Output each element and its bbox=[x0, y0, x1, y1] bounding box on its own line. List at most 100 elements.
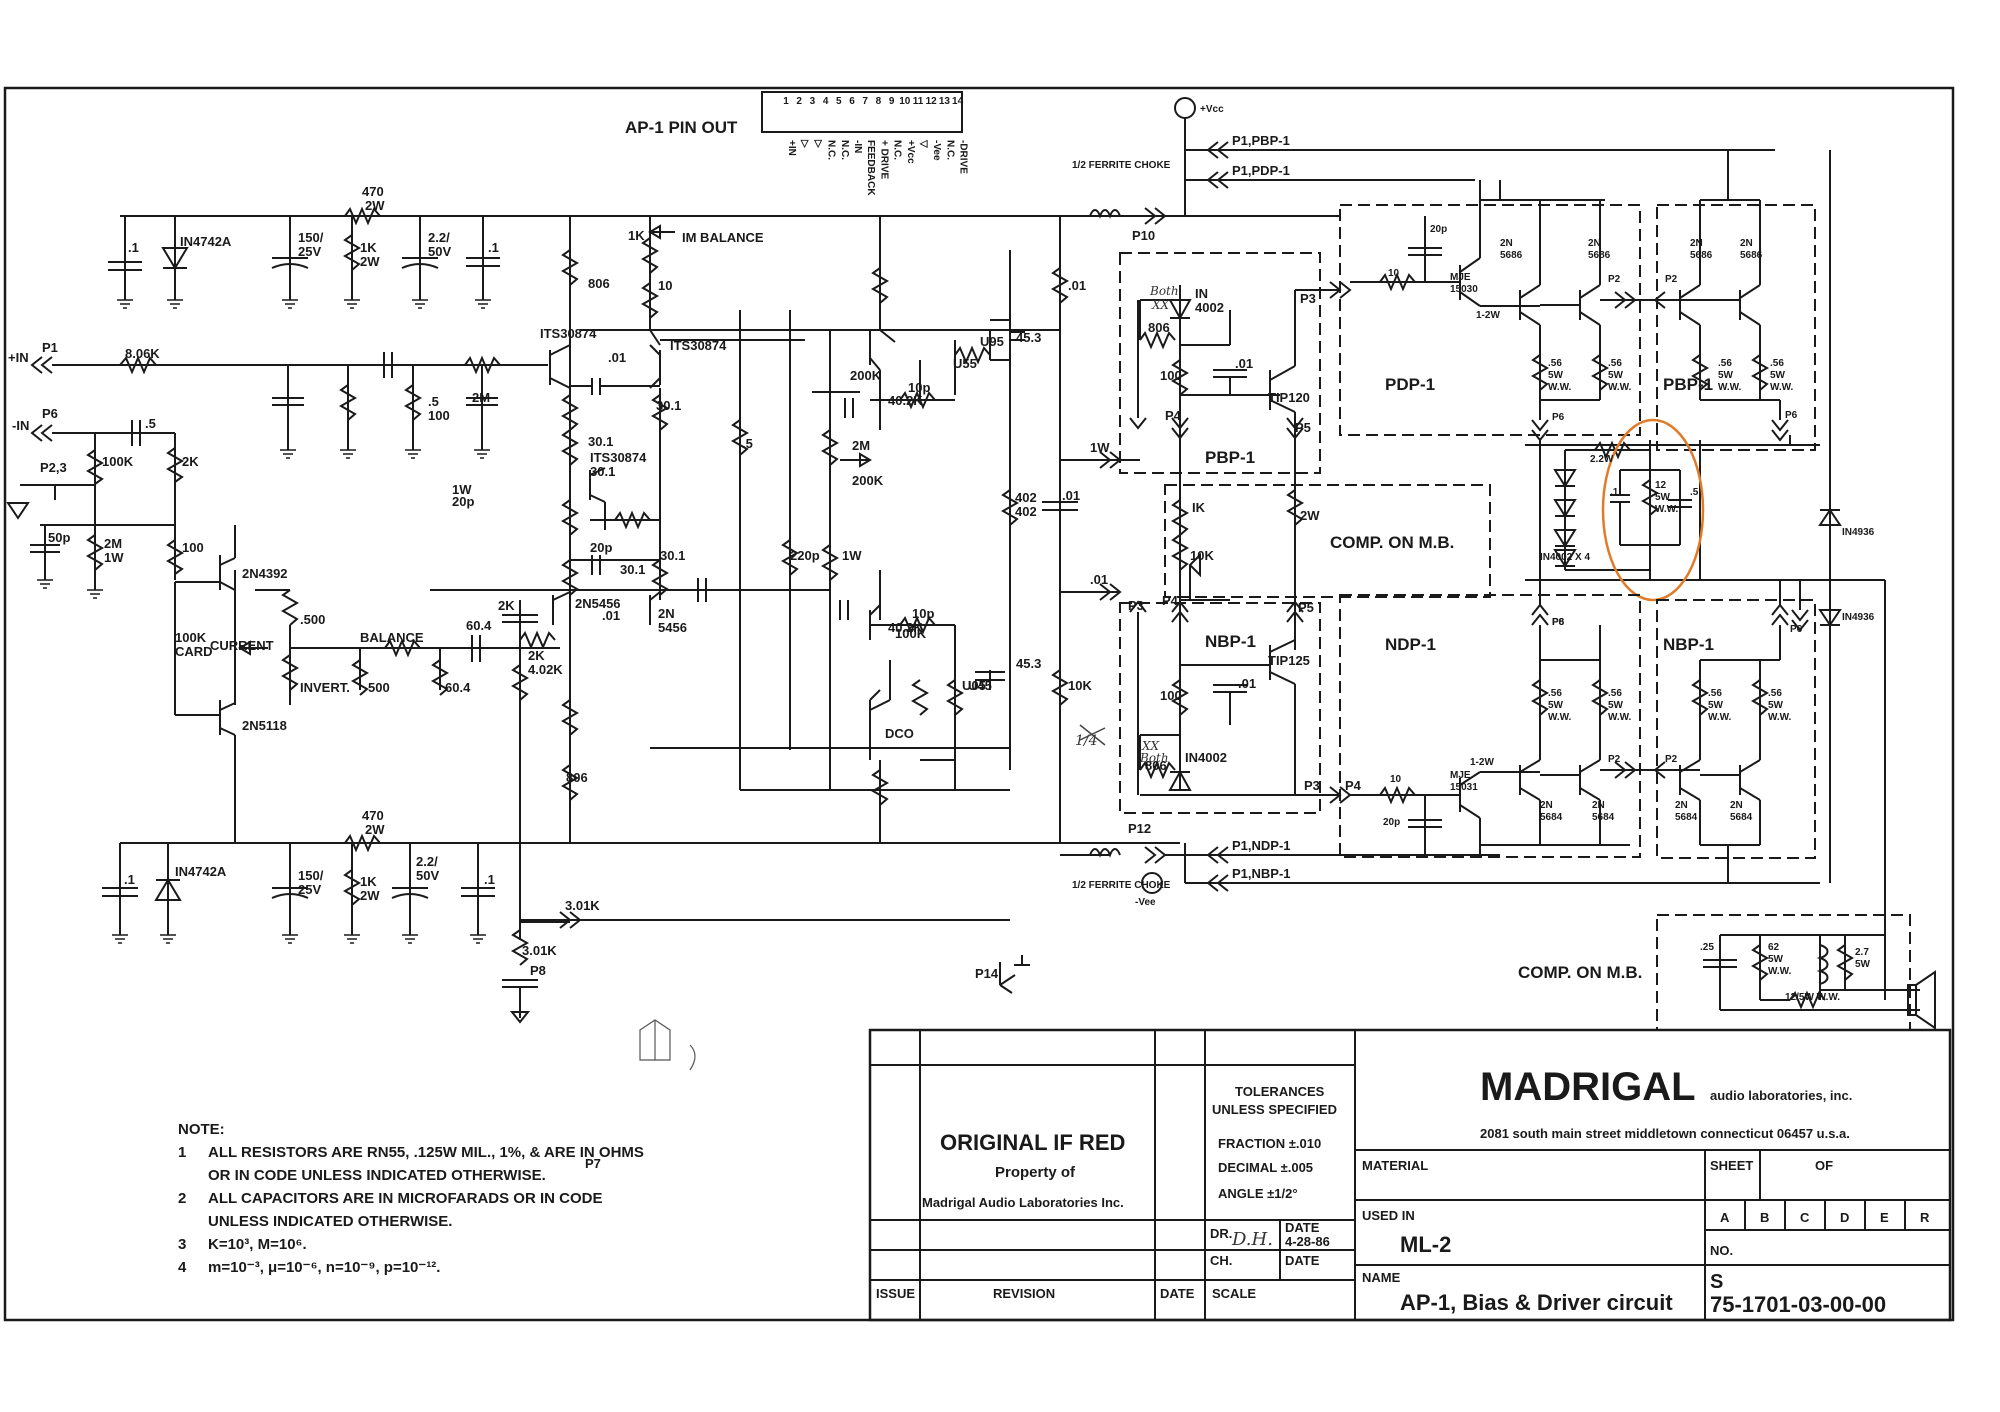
label-8-06k: 8.06K bbox=[125, 346, 160, 361]
label-2m-in: 2M bbox=[104, 536, 122, 551]
misc-label: 806 bbox=[566, 770, 588, 785]
bot-cap-2-2: 2.2/ bbox=[416, 854, 438, 869]
tb-name: NAME bbox=[1362, 1270, 1401, 1285]
bias-component-labels: IN4002806100.01TIP120P3P4P5IK10K2WTIP125… bbox=[1128, 286, 1362, 793]
misc-label: 2K bbox=[498, 598, 515, 613]
top-zener: IN4742A bbox=[180, 234, 232, 249]
pin-name: -IN bbox=[852, 140, 863, 153]
misc-label: .500 bbox=[300, 612, 325, 627]
misc-label: 45.3 bbox=[1016, 330, 1041, 345]
tb-no-value: 75-1701-03-00-00 bbox=[1710, 1292, 1886, 1317]
svg-text:ORIGINAL IF RED: ORIGINAL IF RED bbox=[940, 1130, 1125, 1155]
label-plus-in: +IN bbox=[8, 350, 29, 365]
misc-label: 2M bbox=[472, 390, 490, 405]
pin-number: 8 bbox=[876, 96, 882, 107]
output-label: .56 bbox=[1770, 358, 1784, 369]
misc-label: 60.4 bbox=[445, 680, 471, 695]
output-label: 2N bbox=[1730, 800, 1743, 811]
tb-no: NO. bbox=[1710, 1243, 1733, 1258]
output-label: 2N bbox=[1690, 238, 1703, 249]
misc-label: BALANCE bbox=[360, 630, 424, 645]
tolerance-line: UNLESS SPECIFIED bbox=[1212, 1102, 1337, 1117]
tb-date-label: DATE bbox=[1285, 1220, 1320, 1235]
pin-name: ▷ bbox=[799, 139, 810, 149]
misc-label: 100 bbox=[428, 408, 450, 423]
bias-label: IK bbox=[1192, 500, 1206, 515]
bias-label: 806 bbox=[1145, 758, 1167, 773]
label-p6: P6 bbox=[42, 406, 58, 421]
tb-company-suffix: audio laboratories, inc. bbox=[1710, 1088, 1852, 1103]
output-label: 20p bbox=[1383, 817, 1400, 828]
output-label: 20p bbox=[1430, 224, 1447, 235]
nbp-right-wiring bbox=[1635, 580, 1789, 883]
center-rail bbox=[520, 207, 1195, 994]
label-2k-in: 2K bbox=[182, 454, 199, 469]
tb-of: OF bbox=[1815, 1158, 1833, 1173]
jfet-label-4: 2N5456 bbox=[575, 596, 621, 611]
output-label: P6 bbox=[1552, 412, 1565, 423]
misc-label: .01 bbox=[1068, 278, 1086, 293]
note-text: ALL CAPACITORS ARE IN MICROFARADS OR IN … bbox=[208, 1190, 603, 1230]
output-label: 5W bbox=[1855, 959, 1871, 970]
pin-name: N.C. bbox=[944, 140, 955, 160]
pin-name: +Vcc bbox=[905, 140, 916, 164]
box-nbp-center bbox=[1119, 602, 1321, 814]
output-label: 10 bbox=[1388, 268, 1400, 279]
bot-1k: 1K bbox=[360, 874, 377, 889]
misc-label: 3.01K bbox=[565, 898, 600, 913]
misc-label: 30.1 bbox=[588, 434, 613, 449]
misc-label: 20p bbox=[590, 540, 612, 555]
output-label: 5684 bbox=[1730, 812, 1753, 823]
note-number: 3 bbox=[178, 1236, 187, 1253]
bias-label: P4 bbox=[1345, 778, 1362, 793]
output-label: 2N bbox=[1592, 800, 1605, 811]
label-p2-3: P2,3 bbox=[40, 460, 67, 475]
box-pbp-center bbox=[1119, 252, 1321, 474]
misc-label: 30.1 bbox=[620, 562, 645, 577]
notes-heading: NOTE: bbox=[178, 1121, 225, 1138]
hand-xx-bot: XX bbox=[1141, 739, 1160, 753]
misc-label: 1W bbox=[842, 548, 862, 563]
output-label: 5686 bbox=[1690, 250, 1713, 261]
tb-date2: DATE bbox=[1285, 1253, 1320, 1268]
pinout-connector bbox=[761, 91, 963, 133]
output-label: 15030 bbox=[1450, 284, 1478, 295]
tolerance-line: ANGLE ±1/2° bbox=[1218, 1186, 1298, 1201]
tb-date3: DATE bbox=[1160, 1286, 1195, 1301]
jfet-label-1: ITS30874 bbox=[540, 326, 597, 341]
pin-name: N.C. bbox=[826, 140, 837, 160]
misc-label: 30.1 bbox=[660, 548, 685, 563]
tolerance-line: FRACTION ±.010 bbox=[1218, 1136, 1321, 1151]
section-nbp-center: NBP-1 bbox=[1205, 632, 1256, 651]
pin-number: 12 bbox=[926, 96, 938, 107]
bias-label: P4 bbox=[1165, 408, 1182, 423]
rev-letter: A bbox=[1720, 1210, 1730, 1225]
misc-label: 10p bbox=[912, 606, 934, 621]
misc-label: 100K bbox=[175, 630, 207, 645]
pin-number: 13 bbox=[939, 96, 951, 107]
label-minus-in: -IN bbox=[12, 418, 29, 433]
misc-label: CURRENT bbox=[210, 638, 274, 653]
tb-sheet: SHEET bbox=[1710, 1158, 1753, 1173]
output-label: P2 bbox=[1608, 754, 1621, 765]
output-label: MJE bbox=[1450, 770, 1471, 781]
output-label: IN4936 bbox=[1842, 612, 1875, 623]
hand-xx-top: XX bbox=[1151, 298, 1170, 312]
label-choke-bottom: 1/2 FERRITE CHOKE bbox=[1072, 880, 1171, 891]
misc-label: .01 bbox=[1090, 572, 1108, 587]
output-label: IN4936 bbox=[1842, 527, 1875, 538]
rev-letter: E bbox=[1880, 1210, 1889, 1225]
bias-label: P5 bbox=[1295, 420, 1311, 435]
output-label: .25 bbox=[1700, 942, 1714, 953]
misc-label: 20p bbox=[452, 494, 474, 509]
misc-label: U55 bbox=[953, 356, 977, 371]
bias-label: 100 bbox=[1160, 688, 1182, 703]
jfet-label-5b: 5456 bbox=[658, 620, 687, 635]
nbp-center-wiring bbox=[1129, 470, 1352, 804]
output-label: 5W bbox=[1708, 700, 1724, 711]
jfet-label-6: 2N4392 bbox=[242, 566, 288, 581]
pin-number: 11 bbox=[913, 96, 924, 107]
